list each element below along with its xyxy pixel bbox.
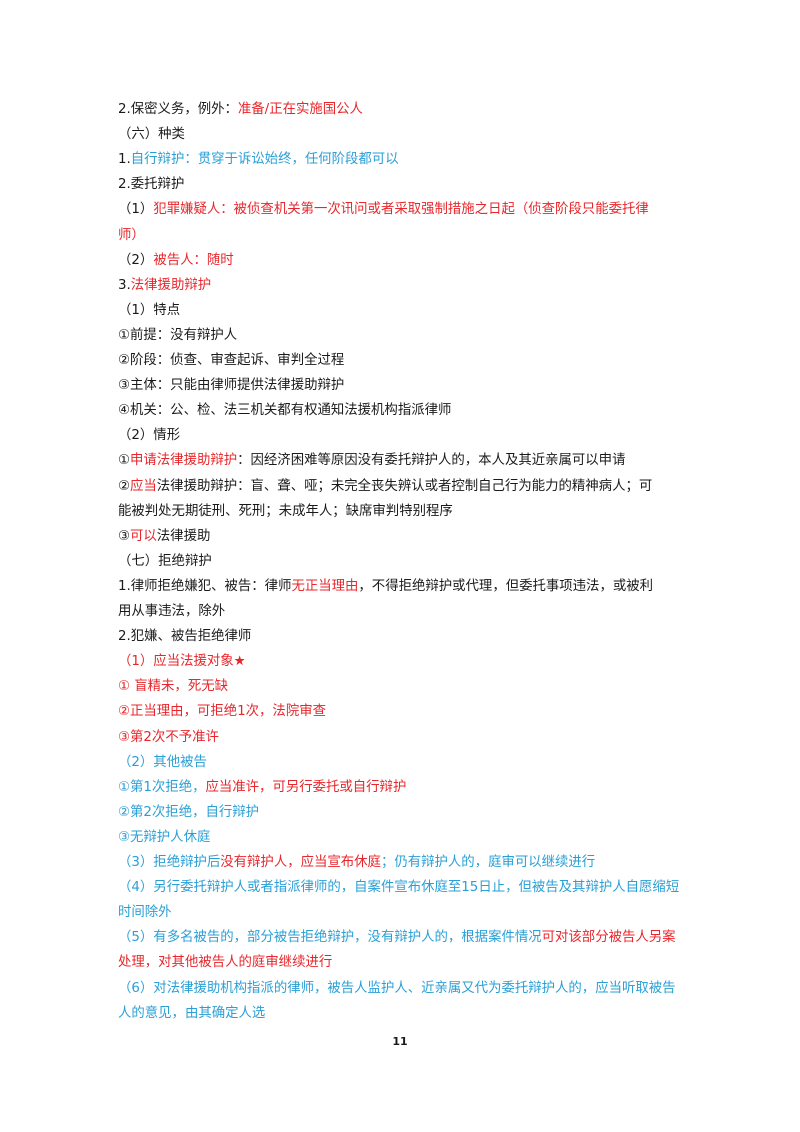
text-segment: 2.犯嫌、被告拒绝律师: [118, 629, 252, 645]
text-line: 能被判处无期徒刑、死刑；未成年人；缺席审判特别程序: [118, 500, 698, 524]
text-segment: ③第2次不予准许: [118, 729, 219, 745]
text-line: 2.犯嫌、被告拒绝律师: [118, 625, 698, 649]
text-segment: ① 盲精未，死无缺: [118, 679, 228, 695]
text-segment: ②正当理由，可拒绝1次，法院审查: [118, 704, 326, 720]
text-segment: ③: [118, 528, 131, 544]
text-segment: 可对该部分被告人另案: [541, 930, 676, 946]
text-line: ①申请法律援助辩护：因经济困难等原因没有委托辩护人的，本人及其近亲属可以申请: [118, 449, 698, 473]
text-segment: 1.: [118, 152, 131, 168]
text-segment: ；仍有辩护人的，庭审可以继续进行: [380, 855, 596, 870]
text-segment: 无正当理由: [291, 578, 359, 594]
text-line: （1）犯罪嫌疑人：被侦查机关第一次讯问或者采取强制措施之日起（侦查阶段只能委托律: [118, 198, 698, 222]
text-segment: 可以: [130, 528, 157, 544]
text-line: 人的意见，由其确定人选: [118, 1002, 698, 1026]
text-line: 3.法律援助辩护: [118, 274, 698, 298]
text-segment: （1）特点: [118, 302, 181, 318]
text-line: （3）拒绝辩护后没有辩护人，应当宣布休庭；仍有辩护人的，庭审可以继续进行: [118, 851, 698, 875]
text-segment: 犯罪嫌疑人：被侦查机关第一次讯问或者采取强制措施之日起（侦查阶段只能委托律: [153, 202, 649, 218]
text-segment: 应当: [130, 478, 157, 494]
text-segment: ③无辩护人休庭: [118, 829, 211, 845]
text-segment: 2.保密义务，例外：: [118, 102, 238, 117]
text-segment: ①前提：没有辩护人: [118, 327, 238, 343]
text-segment: ：因经济困难等原因没有委托辩护人的，本人及其近亲属可以申请: [237, 453, 626, 469]
text-line: ②第2次拒绝，自行辩护: [118, 801, 698, 825]
text-segment: 师）: [118, 227, 145, 243]
text-segment: （3）拒绝辩护后: [118, 855, 221, 870]
text-line: ③无辩护人休庭: [118, 826, 698, 850]
text-line: 时间除外: [118, 901, 698, 925]
text-line: ① 盲精未，死无缺: [118, 675, 698, 699]
text-segment: （1）: [118, 202, 154, 218]
text-line: ③主体：只能由律师提供法律援助辩护: [118, 374, 698, 398]
text-line: ②阶段：侦查、审查起诉、审判全过程: [118, 349, 698, 373]
text-line: 师）: [118, 224, 698, 248]
text-segment: （六）种类: [118, 127, 185, 143]
text-segment: 处理，对其他被告人的庭审继续进行: [118, 955, 333, 971]
text-line: 1.律师拒绝嫌犯、被告：律师无正当理由，不得拒绝辩护或代理，但委托事项违法，或被…: [118, 575, 698, 599]
text-segment: ①第1次拒绝，: [118, 779, 206, 795]
text-line: ②正当理由，可拒绝1次，法院审查: [118, 700, 698, 724]
text-segment: ②阶段：侦查、审查起诉、审判全过程: [118, 353, 345, 368]
text-segment: 法律援助: [156, 528, 211, 544]
page-number: 11: [392, 1035, 408, 1048]
text-line: 2.保密义务，例外：准备/正在实施国公人: [118, 98, 698, 122]
text-segment: （2）其他被告: [118, 754, 207, 770]
text-segment: （2）情形: [118, 428, 181, 444]
text-line: 1.自行辩护：贯穿于诉讼始终，任何阶段都可以: [118, 148, 698, 172]
text-line: （2）被告人：随时: [118, 249, 698, 273]
text-line: （2）情形: [118, 424, 698, 448]
text-line: （5）有多名被告的，部分被告拒绝辩护，没有辩护人的，根据案件情况可对该部分被告人…: [118, 926, 698, 950]
text-line: 处理，对其他被告人的庭审继续进行: [118, 951, 698, 975]
text-line: （1）应当法援对象★: [118, 650, 698, 674]
text-segment: ④机关：公、检、法三机关都有权通知法援机构指派律师: [118, 403, 452, 419]
text-segment: ①: [118, 453, 131, 469]
text-segment: 3.: [118, 277, 131, 293]
text-segment: 人的意见，由其确定人选: [118, 1005, 266, 1021]
text-segment: （4）另行委托辩护人或者指派律师的，自案件宣布休庭至15日止，但被告及其辩护人自…: [118, 880, 680, 896]
text-segment: （5）有多名被告的，部分被告拒绝辩护，没有辩护人的，根据案件情况: [118, 930, 542, 946]
text-line: ①前提：没有辩护人: [118, 324, 698, 348]
text-segment: 用从事违法，除外: [118, 604, 226, 619]
text-line: ④机关：公、检、法三机关都有权通知法援机构指派律师: [118, 399, 698, 423]
text-line: （6）对法律援助机构指派的律师，被告人监护人、近亲属又代为委托辩护人的，应当听取…: [118, 977, 698, 1001]
text-line: （4）另行委托辩护人或者指派律师的，自案件宣布休庭至15日止，但被告及其辩护人自…: [118, 876, 698, 900]
text-line: （七）拒绝辩护: [118, 550, 698, 574]
text-line: ③可以法律援助: [118, 525, 698, 549]
text-segment: ②第2次拒绝，自行辩护: [118, 804, 260, 820]
text-line: ②应当法律援助辩护：盲、聋、哑；未完全丧失辨认或者控制自己行为能力的精神病人；可: [118, 475, 698, 499]
text-segment: 应当准许，可另行委托或自行辩护: [205, 779, 407, 795]
text-segment: 被告人：随时: [153, 252, 234, 268]
text-segment: 时间除外: [118, 905, 172, 921]
text-segment: 法律援助辩护: [130, 277, 212, 293]
text-segment: 法律援助辩护：盲、聋、哑；未完全丧失辨认或者控制自己行为能力的精神病人；可: [156, 478, 653, 494]
text-segment: ②: [118, 478, 131, 494]
text-segment: （七）拒绝辩护: [118, 553, 212, 569]
text-line: （1）特点: [118, 299, 698, 323]
text-segment: 能被判处无期徒刑、死刑；未成年人；缺席审判特别程序: [118, 503, 453, 519]
text-segment: ③主体：只能由律师提供法律援助辩护: [118, 378, 345, 394]
text-segment: 没有辩护人，应当宣布休庭: [220, 855, 381, 870]
text-line: （六）种类: [118, 123, 698, 147]
text-segment: （6）对法律援助机构指派的律师，被告人监护人、近亲属又代为委托辩护人的，应当听取…: [118, 980, 676, 996]
text-segment: 准备/正在实施国公人: [237, 102, 363, 117]
text-line: （2）其他被告: [118, 751, 698, 775]
text-line: 2.委托辩护: [118, 173, 698, 197]
text-segment: ，不得拒绝辩护或代理，但委托事项违法，或被利: [358, 578, 654, 594]
text-segment: （2）: [118, 252, 154, 268]
text-line: ①第1次拒绝，应当准许，可另行委托或自行辩护: [118, 776, 698, 800]
text-segment: 2.委托辩护: [118, 177, 185, 193]
text-segment: 1.律师拒绝嫌犯、被告：律师: [118, 578, 292, 594]
text-segment: 自行辩护：贯穿于诉讼始终，任何阶段都可以: [130, 152, 399, 168]
text-segment: 申请法律援助辩护: [130, 453, 238, 469]
text-segment: （1）应当法援对象★: [118, 654, 246, 670]
text-line: 用从事违法，除外: [118, 600, 698, 624]
text-line: ③第2次不予准许: [118, 726, 698, 750]
